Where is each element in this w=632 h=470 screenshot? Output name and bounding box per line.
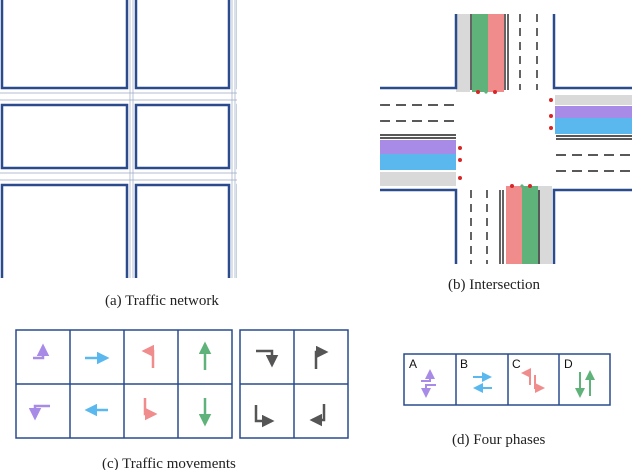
phases-grid — [403, 353, 611, 406]
four-phases: A B C D — [403, 353, 611, 406]
intersection-edges — [380, 14, 632, 264]
phase-label-a: A — [409, 357, 417, 371]
traffic-network — [0, 0, 375, 278]
caption-phases: (d) Four phases — [452, 432, 545, 448]
right-turn-arrow-gray-2 — [314, 345, 329, 369]
left-turn-arrow-purple-2 — [28, 404, 50, 421]
signal-green — [484, 90, 524, 188]
right-turn-arrow-gray-3 — [254, 405, 275, 428]
left-turn-arrow-red — [141, 344, 155, 368]
caption-movements: (c) Traffic movements — [102, 456, 236, 470]
movements-grid-left — [15, 329, 233, 439]
left-turn-arrow-purple — [33, 343, 50, 360]
caption-intersection: (b) Intersection — [448, 277, 541, 293]
signal-lights — [458, 90, 553, 188]
right-turn-arrow-gray-4 — [309, 404, 326, 427]
phase-label-d: D — [564, 357, 573, 371]
left-turn-arrow-red-2 — [143, 398, 158, 421]
caption-network: (a) Traffic network — [105, 293, 219, 309]
phase-label-b: B — [460, 357, 468, 371]
phase-label-c: C — [512, 357, 521, 371]
traffic-movements — [15, 329, 349, 439]
right-turn-arrow-gray — [256, 349, 279, 368]
lane-markings — [380, 14, 632, 264]
intersection — [380, 14, 632, 264]
movements-grid-right — [239, 329, 349, 439]
